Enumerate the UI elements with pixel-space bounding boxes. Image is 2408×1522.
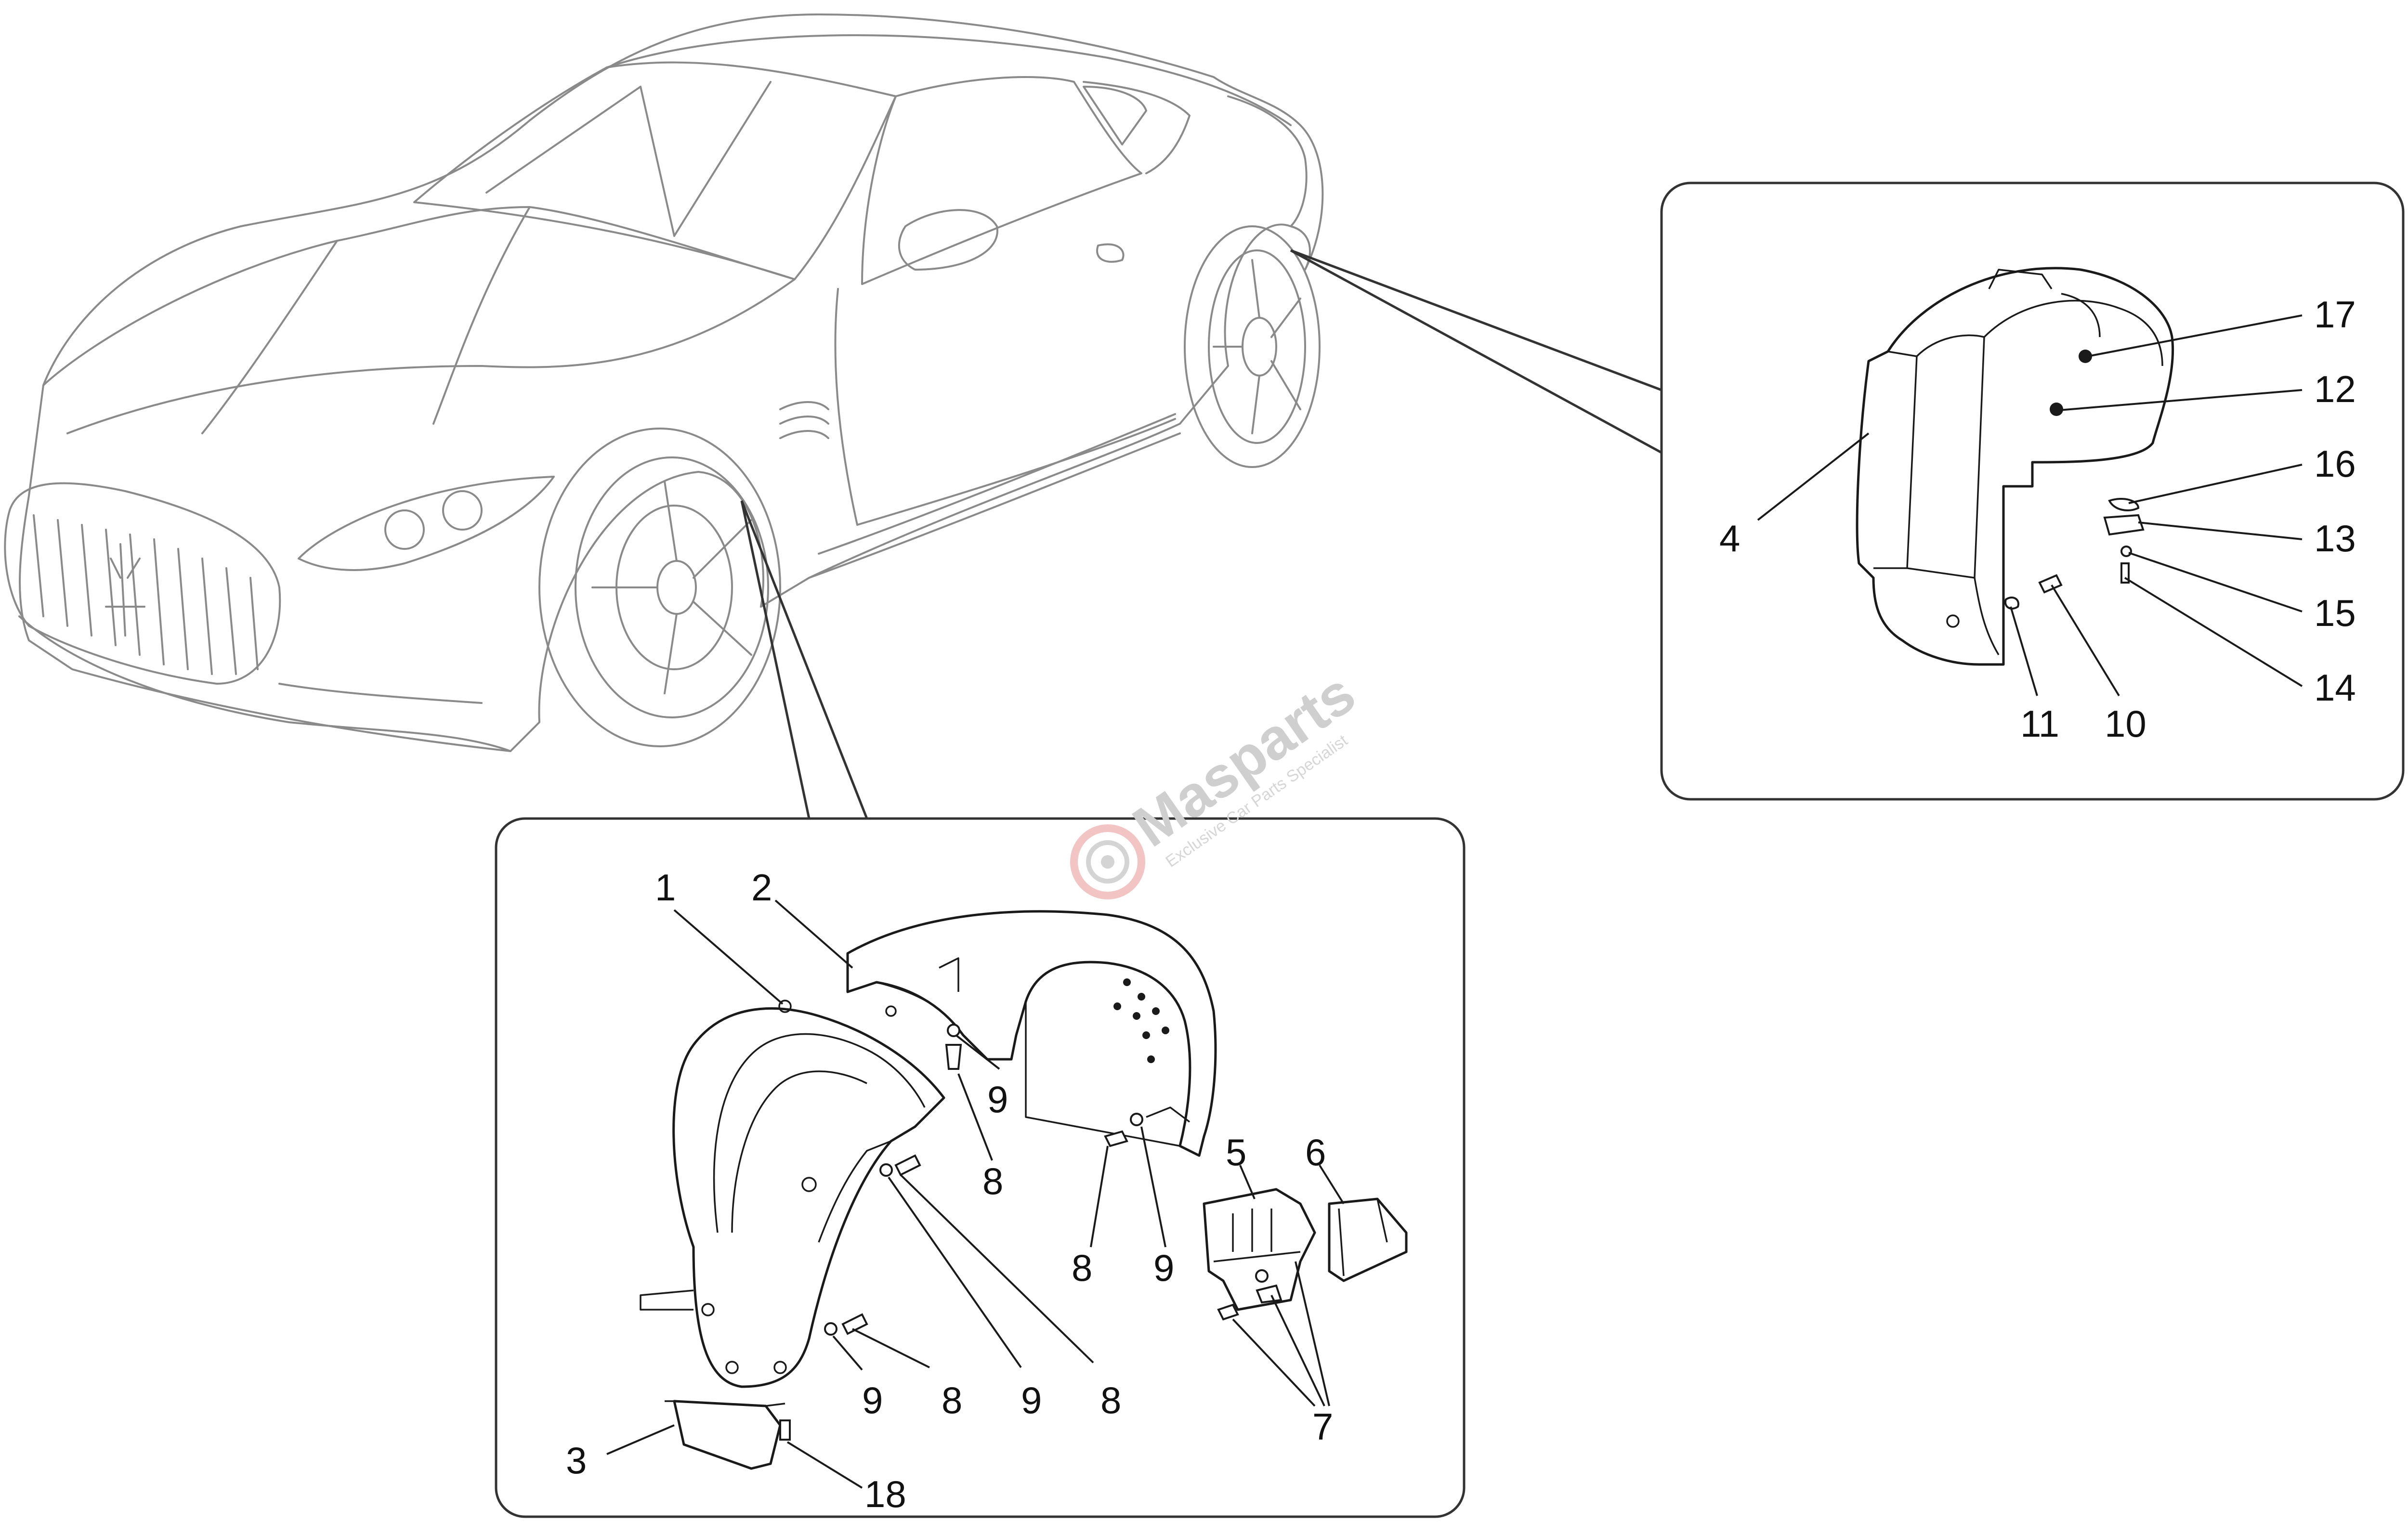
rear-detail-box — [1660, 182, 2405, 801]
callout-8-lower-left: 8 — [942, 1379, 962, 1421]
callout-2: 2 — [751, 866, 772, 909]
callout-10: 10 — [2105, 702, 2146, 745]
callout-17: 17 — [2314, 293, 2356, 336]
front-lower-flap — [665, 1400, 785, 1470]
callout-12: 12 — [2314, 368, 2356, 410]
callout-5: 5 — [1226, 1131, 1246, 1173]
callout-14: 14 — [2314, 666, 2356, 709]
callout-8-mid: 8 — [1072, 1247, 1092, 1289]
callout-15: 15 — [2314, 592, 2356, 634]
front-hardware — [779, 1024, 1283, 1441]
callout-9-mid: 9 — [1153, 1247, 1174, 1289]
callout-1: 1 — [655, 866, 676, 909]
front-upper-liner — [846, 910, 1217, 1157]
callout-6: 6 — [1305, 1131, 1326, 1173]
front-bracket-5 — [1203, 1188, 1316, 1311]
callout-8-upper: 8 — [982, 1160, 1003, 1202]
front-bracket-6 — [1328, 1197, 1408, 1282]
callout-3: 3 — [566, 1439, 587, 1482]
rear-wheelhouse-liner — [1856, 267, 2174, 666]
callout-18: 18 — [864, 1473, 906, 1515]
callout-9-lower-left: 9 — [862, 1379, 883, 1421]
watermark-wheel-icon — [1070, 824, 1145, 899]
rear-connector-lines — [1290, 249, 1662, 454]
car-illustration — [4, 13, 1324, 752]
rear-hardware — [2004, 498, 2145, 610]
rear-leader-lines — [1757, 314, 2303, 697]
front-fender-liner — [640, 1000, 945, 1388]
callout-16: 16 — [2314, 442, 2356, 485]
callout-13: 13 — [2314, 517, 2356, 559]
front-connector-lines — [740, 500, 868, 819]
callout-9-lower-right: 9 — [1021, 1379, 1042, 1421]
front-leader-lines — [606, 899, 1345, 1489]
callout-11: 11 — [2020, 702, 2059, 745]
callout-8-lower-right: 8 — [1100, 1379, 1121, 1421]
callout-7: 7 — [1312, 1405, 1333, 1448]
callout-4: 4 — [1719, 517, 1740, 559]
callout-9-upper: 9 — [987, 1078, 1008, 1120]
